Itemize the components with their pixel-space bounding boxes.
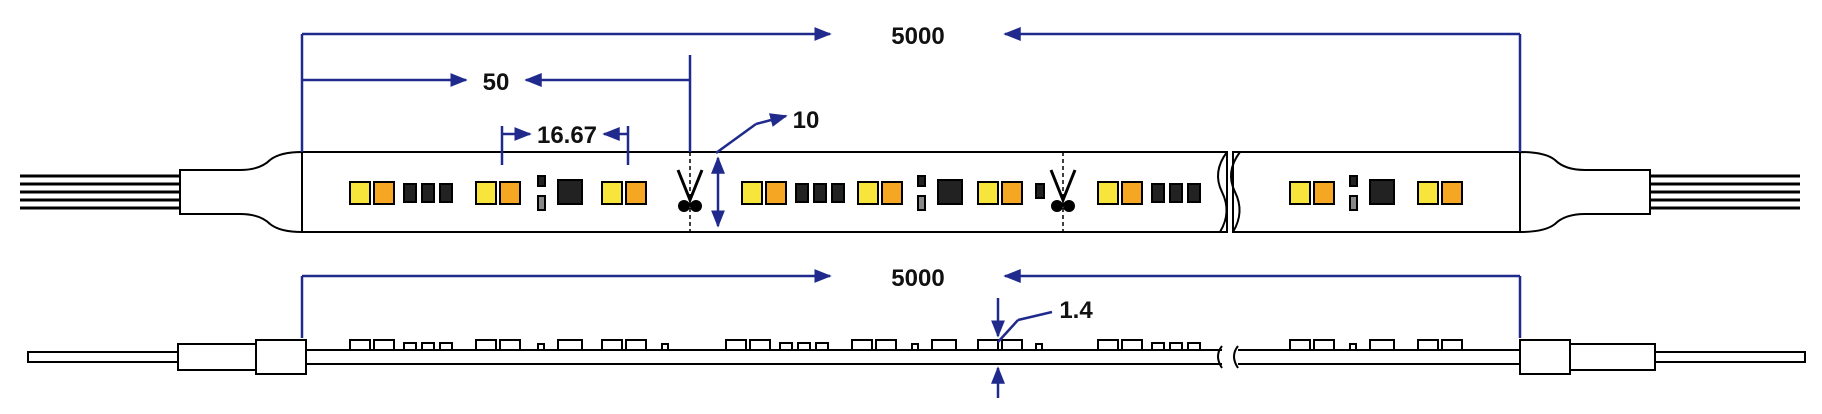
right-wire-leads <box>1650 174 1800 210</box>
led-components <box>349 175 1463 211</box>
side-left-connector <box>177 343 257 371</box>
led-pitch-label: 16.67 <box>537 122 597 149</box>
side-right-cap <box>1519 339 1571 375</box>
scissors-icon <box>676 152 704 232</box>
dimension-width: 10 <box>711 107 820 228</box>
dimension-total-length-side: 5000 <box>300 265 1522 338</box>
side-right-wire <box>1654 351 1806 363</box>
scissors-icon <box>1049 152 1077 232</box>
side-left-wire <box>27 351 179 363</box>
break-mark <box>1230 151 1241 233</box>
total-length-label: 5000 <box>891 23 944 50</box>
side-break-mark <box>1217 345 1223 369</box>
left-wire-leads <box>20 174 180 210</box>
dimension-thickness: 1.4 <box>991 297 1093 398</box>
side-total-length-label: 5000 <box>891 265 944 292</box>
right-end-cap <box>1519 150 1651 234</box>
side-break-mark <box>1233 345 1239 369</box>
strip-body-left <box>301 151 1228 233</box>
dimension-led-pitch: 16.67 <box>500 122 630 165</box>
dimension-cut-unit: 50 <box>302 55 692 152</box>
side-view: 5000 1.4 <box>27 265 1806 398</box>
width-label: 10 <box>793 107 820 134</box>
side-led-profiles <box>349 339 1463 351</box>
cut-unit-label: 50 <box>483 69 510 96</box>
side-right-connector <box>1569 343 1656 371</box>
side-left-cap <box>255 339 307 375</box>
thickness-label: 1.4 <box>1059 297 1093 324</box>
dimension-total-length-top: 5000 <box>300 23 1522 152</box>
left-end-cap <box>179 150 303 234</box>
top-view: 5000 50 16.67 10 <box>20 23 1800 234</box>
break-mark <box>1217 151 1228 233</box>
